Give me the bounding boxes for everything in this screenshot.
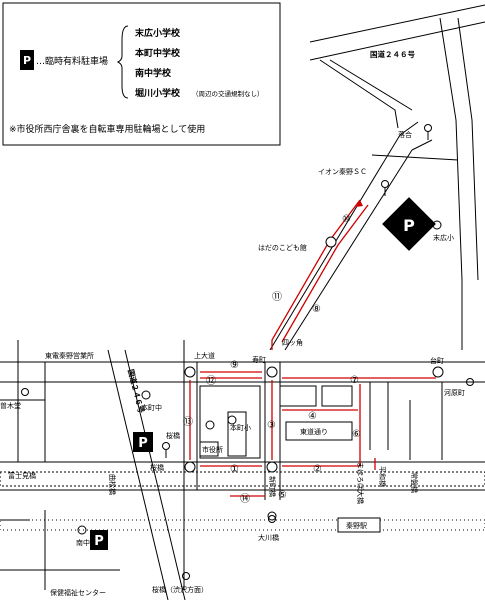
svg-text:大川橋: 大川橋 [258,533,279,542]
svg-text:国道２４６号: 国道２４６号 [370,49,415,59]
svg-text:富士見橋: 富士見橋 [8,471,36,480]
svg-text:曲松橋: 曲松橋 [108,474,117,495]
svg-text:⑩: ⑩ [342,214,351,225]
svg-text:⑧: ⑧ [312,304,321,315]
svg-text:①: ① [230,464,239,475]
label-ochiai: 落合 [398,130,412,139]
legend-lot-4: 堀川小学校 [135,87,181,99]
svg-text:本町中: 本町中 [141,403,162,412]
legend-box: P …臨時有料駐車場 末広小学校 本町中学校 南中学校 堀川小学校 （周辺の交通… [2,2,281,146]
svg-text:⑫: ⑫ [206,375,216,387]
svg-text:四ッ角: 四ッ角 [282,338,303,347]
svg-text:⑭: ⑭ [240,493,250,505]
svg-text:P: P [23,54,31,67]
legend-lot-2: 本町中学校 [135,47,181,59]
svg-text:⑥: ⑥ [352,429,361,440]
svg-text:P: P [403,216,415,235]
route-246-top: 国道２４６号 [309,4,485,61]
svg-text:まほろば大橋: まほろば大橋 [356,462,365,504]
svg-text:河原町: 河原町 [444,389,465,397]
svg-text:②: ② [313,464,322,475]
svg-text:⑪: ⑪ [272,291,282,303]
svg-text:桜橋: 桜橋 [166,431,180,440]
svg-text:⑬: ⑬ [183,416,193,428]
svg-text:桜橋: 桜橋 [150,463,164,472]
parking-icon [20,50,34,70]
legend-lot-3: 南中学校 [135,67,172,79]
svg-text:③: ③ [267,420,276,431]
svg-text:保健福祉センター: 保健福祉センター [50,588,106,597]
svg-text:曽木堂: 曽木堂 [0,401,21,410]
svg-text:台町: 台町 [430,356,444,365]
svg-text:はだのこども館: はだのこども館 [258,243,307,252]
svg-text:東道通り: 東道通り [300,427,328,436]
legend-footnote: ※市役所西庁舎裏を自転車専用駐輪場として使用 [9,123,205,135]
svg-text:末広小: 末広小 [433,233,454,242]
svg-text:⑦: ⑦ [350,375,359,386]
legend-lot-1: 末広小学校 [134,27,181,39]
svg-text:秦野駅: 秦野駅 [346,521,367,530]
legend-parking-label: …臨時有料駐車場 [36,55,108,67]
svg-text:⑤: ⑤ [278,490,287,501]
svg-text:平和橋: 平和橋 [378,466,387,487]
svg-text:P: P [94,534,104,549]
svg-text:⑨: ⑨ [230,360,239,371]
legend-lot-4-note: （周辺の交通規制なし） [192,89,264,98]
svg-text:南中: 南中 [76,538,90,547]
svg-text:P: P [138,436,148,451]
svg-text:④: ④ [308,411,317,422]
svg-text:東電秦野営業所: 東電秦野営業所 [45,351,94,360]
svg-text:市役所: 市役所 [202,445,223,454]
svg-text:常盤橋: 常盤橋 [410,472,419,493]
svg-text:寿町: 寿町 [252,355,266,364]
svg-text:桜橋（渋沢方面）: 桜橋（渋沢方面） [152,585,208,594]
svg-text:新町橋: 新町橋 [268,476,277,497]
label-aeon: イオン秦野ＳＣ [318,167,367,176]
svg-text:上大道: 上大道 [194,351,215,360]
svg-text:本町小: 本町小 [230,423,251,432]
